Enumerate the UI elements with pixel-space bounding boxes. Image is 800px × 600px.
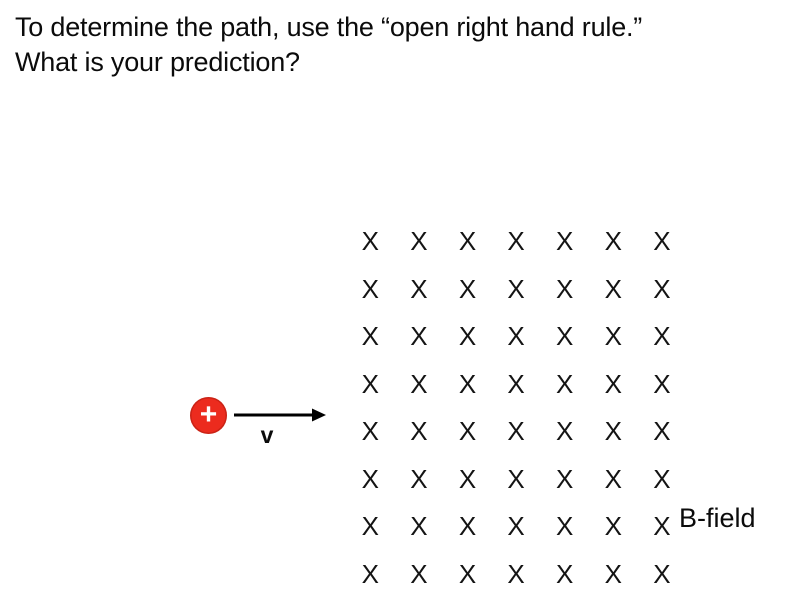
field-x-marker: X (604, 273, 622, 304)
field-x-marker: X (361, 558, 379, 589)
field-x-marker: X (361, 226, 379, 257)
field-x-marker: X (604, 558, 622, 589)
field-x-marker: X (458, 416, 477, 447)
title-line-1: To determine the path, use the “open rig… (15, 12, 643, 42)
velocity-label: v (260, 422, 274, 448)
field-x-marker: X (361, 321, 379, 352)
field-x-marker: X (410, 416, 428, 447)
plus-symbol: + (199, 397, 218, 431)
field-x-marker: X (653, 321, 671, 352)
field-x-marker: X (458, 321, 477, 352)
field-x-marker: X (653, 273, 671, 304)
field-x-marker: X (458, 273, 477, 304)
field-x-marker: X (507, 226, 525, 257)
field-x-marker: X (604, 511, 622, 542)
field-x-marker: X (410, 463, 428, 494)
field-x-marker: X (556, 273, 574, 304)
field-x-marker: X (556, 416, 574, 447)
field-x-marker: X (507, 321, 525, 352)
field-x-marker: X (556, 558, 574, 589)
field-x-marker: X (604, 416, 622, 447)
field-x-marker: X (361, 511, 379, 542)
field-x-marker: X (458, 558, 477, 589)
field-x-marker: X (458, 226, 477, 257)
field-x-marker: X (653, 226, 671, 257)
field-x-marker: X (458, 511, 477, 542)
field-x-marker: X (507, 416, 525, 447)
field-x-marker: X (410, 558, 428, 589)
field-x-marker: X (361, 273, 379, 304)
field-x-marker: X (410, 273, 428, 304)
field-x-marker: X (556, 321, 574, 352)
field-x-marker: X (556, 463, 574, 494)
field-x-marker: X (507, 463, 525, 494)
field-x-marker: X (361, 368, 379, 399)
field-x-marker: X (653, 558, 671, 589)
field-x-marker: X (507, 558, 525, 589)
field-x-marker: X (361, 416, 379, 447)
field-x-marker: X (604, 368, 622, 399)
b-field-label: B-field (679, 503, 756, 533)
field-x-marker: X (410, 226, 428, 257)
field-x-marker: X (458, 463, 477, 494)
field-x-marker: X (507, 273, 525, 304)
field-x-marker: X (604, 463, 622, 494)
slide-title: To determine the path, use the “open rig… (15, 10, 642, 80)
positive-charge-icon: + (190, 397, 227, 434)
field-x-marker: X (653, 511, 671, 542)
field-x-marker: X (604, 321, 622, 352)
field-x-marker: X (653, 463, 671, 494)
field-x-marker: X (507, 511, 525, 542)
field-x-marker: X (410, 321, 428, 352)
field-x-marker: X (410, 368, 428, 399)
field-x-marker: X (507, 368, 525, 399)
field-x-marker: X (458, 368, 477, 399)
field-x-marker: X (556, 226, 574, 257)
field-x-marker: X (604, 226, 622, 257)
velocity-arrow-icon (234, 408, 326, 422)
field-x-marker: X (653, 416, 671, 447)
field-x-marker: X (653, 368, 671, 399)
field-x-marker: X (361, 463, 379, 494)
field-x-marker: X (556, 511, 574, 542)
title-line-2: What is your prediction? (15, 47, 300, 77)
field-x-marker: X (556, 368, 574, 399)
field-x-marker: X (410, 511, 428, 542)
